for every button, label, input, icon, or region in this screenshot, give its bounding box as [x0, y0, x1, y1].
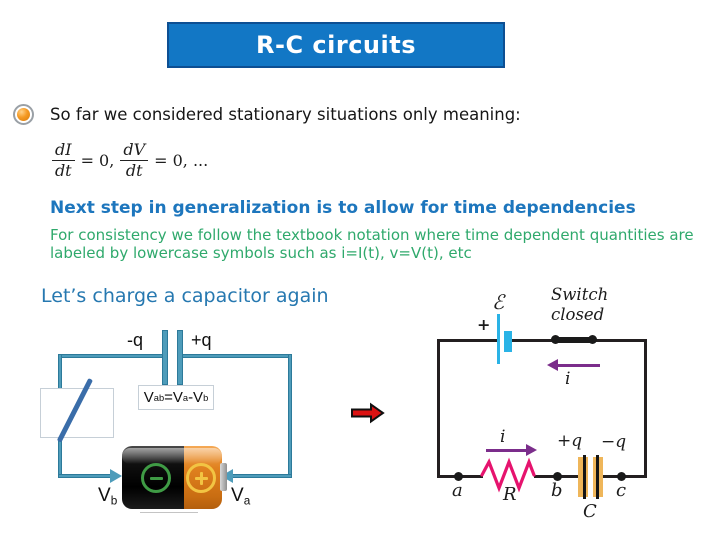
fraction-dv-dt: dV dt	[120, 141, 149, 180]
rc-node-dot-a	[454, 472, 463, 481]
vab-eq-v: =V	[164, 389, 183, 406]
rc-node-dot-c	[617, 472, 626, 481]
rc-resistor-label: R	[503, 484, 517, 505]
vab-v: V	[143, 389, 154, 406]
vab-minus-v: -V	[188, 389, 204, 406]
notation-note: For consistency we follow the textbook n…	[50, 226, 694, 262]
lc-capacitor-plate-right	[177, 330, 183, 385]
lc-left-wire-upper	[58, 354, 62, 392]
rc-battery-long-plate	[497, 314, 500, 364]
vab-sub-ab: ab	[153, 392, 165, 403]
rc-current-arrowhead-top	[547, 359, 558, 371]
rc-capacitor-plate-right	[596, 455, 599, 499]
frac2-numerator: dV	[120, 141, 149, 161]
rc-current-arrowhead-bottom	[526, 444, 537, 456]
frac1-equals-zero: = 0,	[80, 150, 115, 170]
rc-switch-dot-right	[588, 335, 597, 344]
rc-capacitor-plate-left	[583, 455, 586, 499]
lc-vb-label: Vb	[98, 485, 118, 508]
rc-switch-bar	[554, 337, 594, 343]
bullet-icon	[13, 104, 34, 125]
battery-shadow-line	[140, 512, 198, 513]
vab-sub-a: a	[182, 392, 189, 403]
heading-time-dependencies: Next step in generalization is to allow …	[50, 198, 636, 218]
rc-emf-symbol: ℰ	[492, 290, 505, 314]
frac2-equals-zero: = 0, ...	[154, 150, 209, 170]
rc-capacitor-label: C	[583, 501, 597, 522]
frac1-denominator: dt	[54, 160, 72, 180]
battery-gloss	[122, 448, 222, 464]
rc-charge-negative-label: −q	[601, 432, 627, 452]
rc-switch-caption-line1: Switch	[551, 285, 609, 304]
page-title: R-C circuits	[256, 31, 416, 59]
notation-note-line1: For consistency we follow the textbook n…	[50, 226, 694, 244]
red-arrow-icon	[351, 402, 385, 424]
fraction-di-dt: dI dt	[52, 141, 75, 179]
lc-switch-box	[40, 388, 114, 438]
rc-current-label-top: i	[565, 369, 571, 389]
rc-current-arrow-bottom	[486, 449, 526, 452]
lc-arrowhead-into-battery-left	[110, 469, 122, 483]
rc-top-wire-left	[437, 339, 497, 342]
rc-switch-caption-line2: closed	[551, 305, 605, 324]
rc-right-wire	[644, 339, 647, 478]
notation-note-line2: labeled by lowercase symbols such as i=I…	[50, 243, 472, 262]
frac1-numerator: dI	[52, 141, 75, 161]
lc-top-wire-left	[58, 354, 164, 358]
title-banner: R-C circuits	[167, 22, 505, 68]
rc-battery-plus-label: +	[477, 315, 491, 334]
lc-right-wire	[288, 354, 292, 478]
lc-top-wire-right	[182, 354, 292, 358]
rc-current-arrow-top	[557, 364, 600, 367]
rc-node-c-label: c	[616, 480, 627, 501]
lc-bottom-wire-left	[58, 474, 113, 478]
rc-current-label-bottom: i	[500, 427, 506, 447]
derivative-formula: dI dt = 0, dV dt = 0, ...	[52, 141, 208, 179]
rc-node-dot-b	[553, 472, 562, 481]
rc-left-wire	[437, 339, 440, 478]
lc-va-label: Va	[231, 485, 251, 508]
rc-battery-short-plate	[504, 331, 512, 352]
rc-switch-dot-left	[551, 335, 560, 344]
rc-resistor-zigzag	[480, 457, 536, 493]
lc-bottom-wire-right	[231, 474, 292, 478]
rc-node-b-label: b	[551, 480, 563, 501]
rc-node-a-label: a	[452, 480, 463, 501]
bullet-ball	[17, 108, 30, 121]
circled-minus-icon	[141, 463, 171, 493]
lc-capacitor-plate-left	[162, 330, 168, 385]
rc-switch-caption: Switch closed	[551, 285, 608, 325]
battery-terminal-nub	[220, 463, 227, 491]
circled-plus-icon	[186, 463, 216, 493]
lc-charge-positive-label: +q	[191, 330, 212, 350]
vab-sub-b: b	[203, 392, 209, 403]
rc-charge-positive-label: +q	[557, 431, 583, 451]
lc-charge-negative-label: -q	[127, 330, 144, 350]
subheading-charge-capacitor: Let’s charge a capacitor again	[41, 285, 329, 307]
lc-left-wire-lower	[58, 437, 62, 478]
intro-text: So far we considered stationary situatio…	[50, 105, 521, 124]
frac2-denominator: dt	[125, 160, 143, 180]
